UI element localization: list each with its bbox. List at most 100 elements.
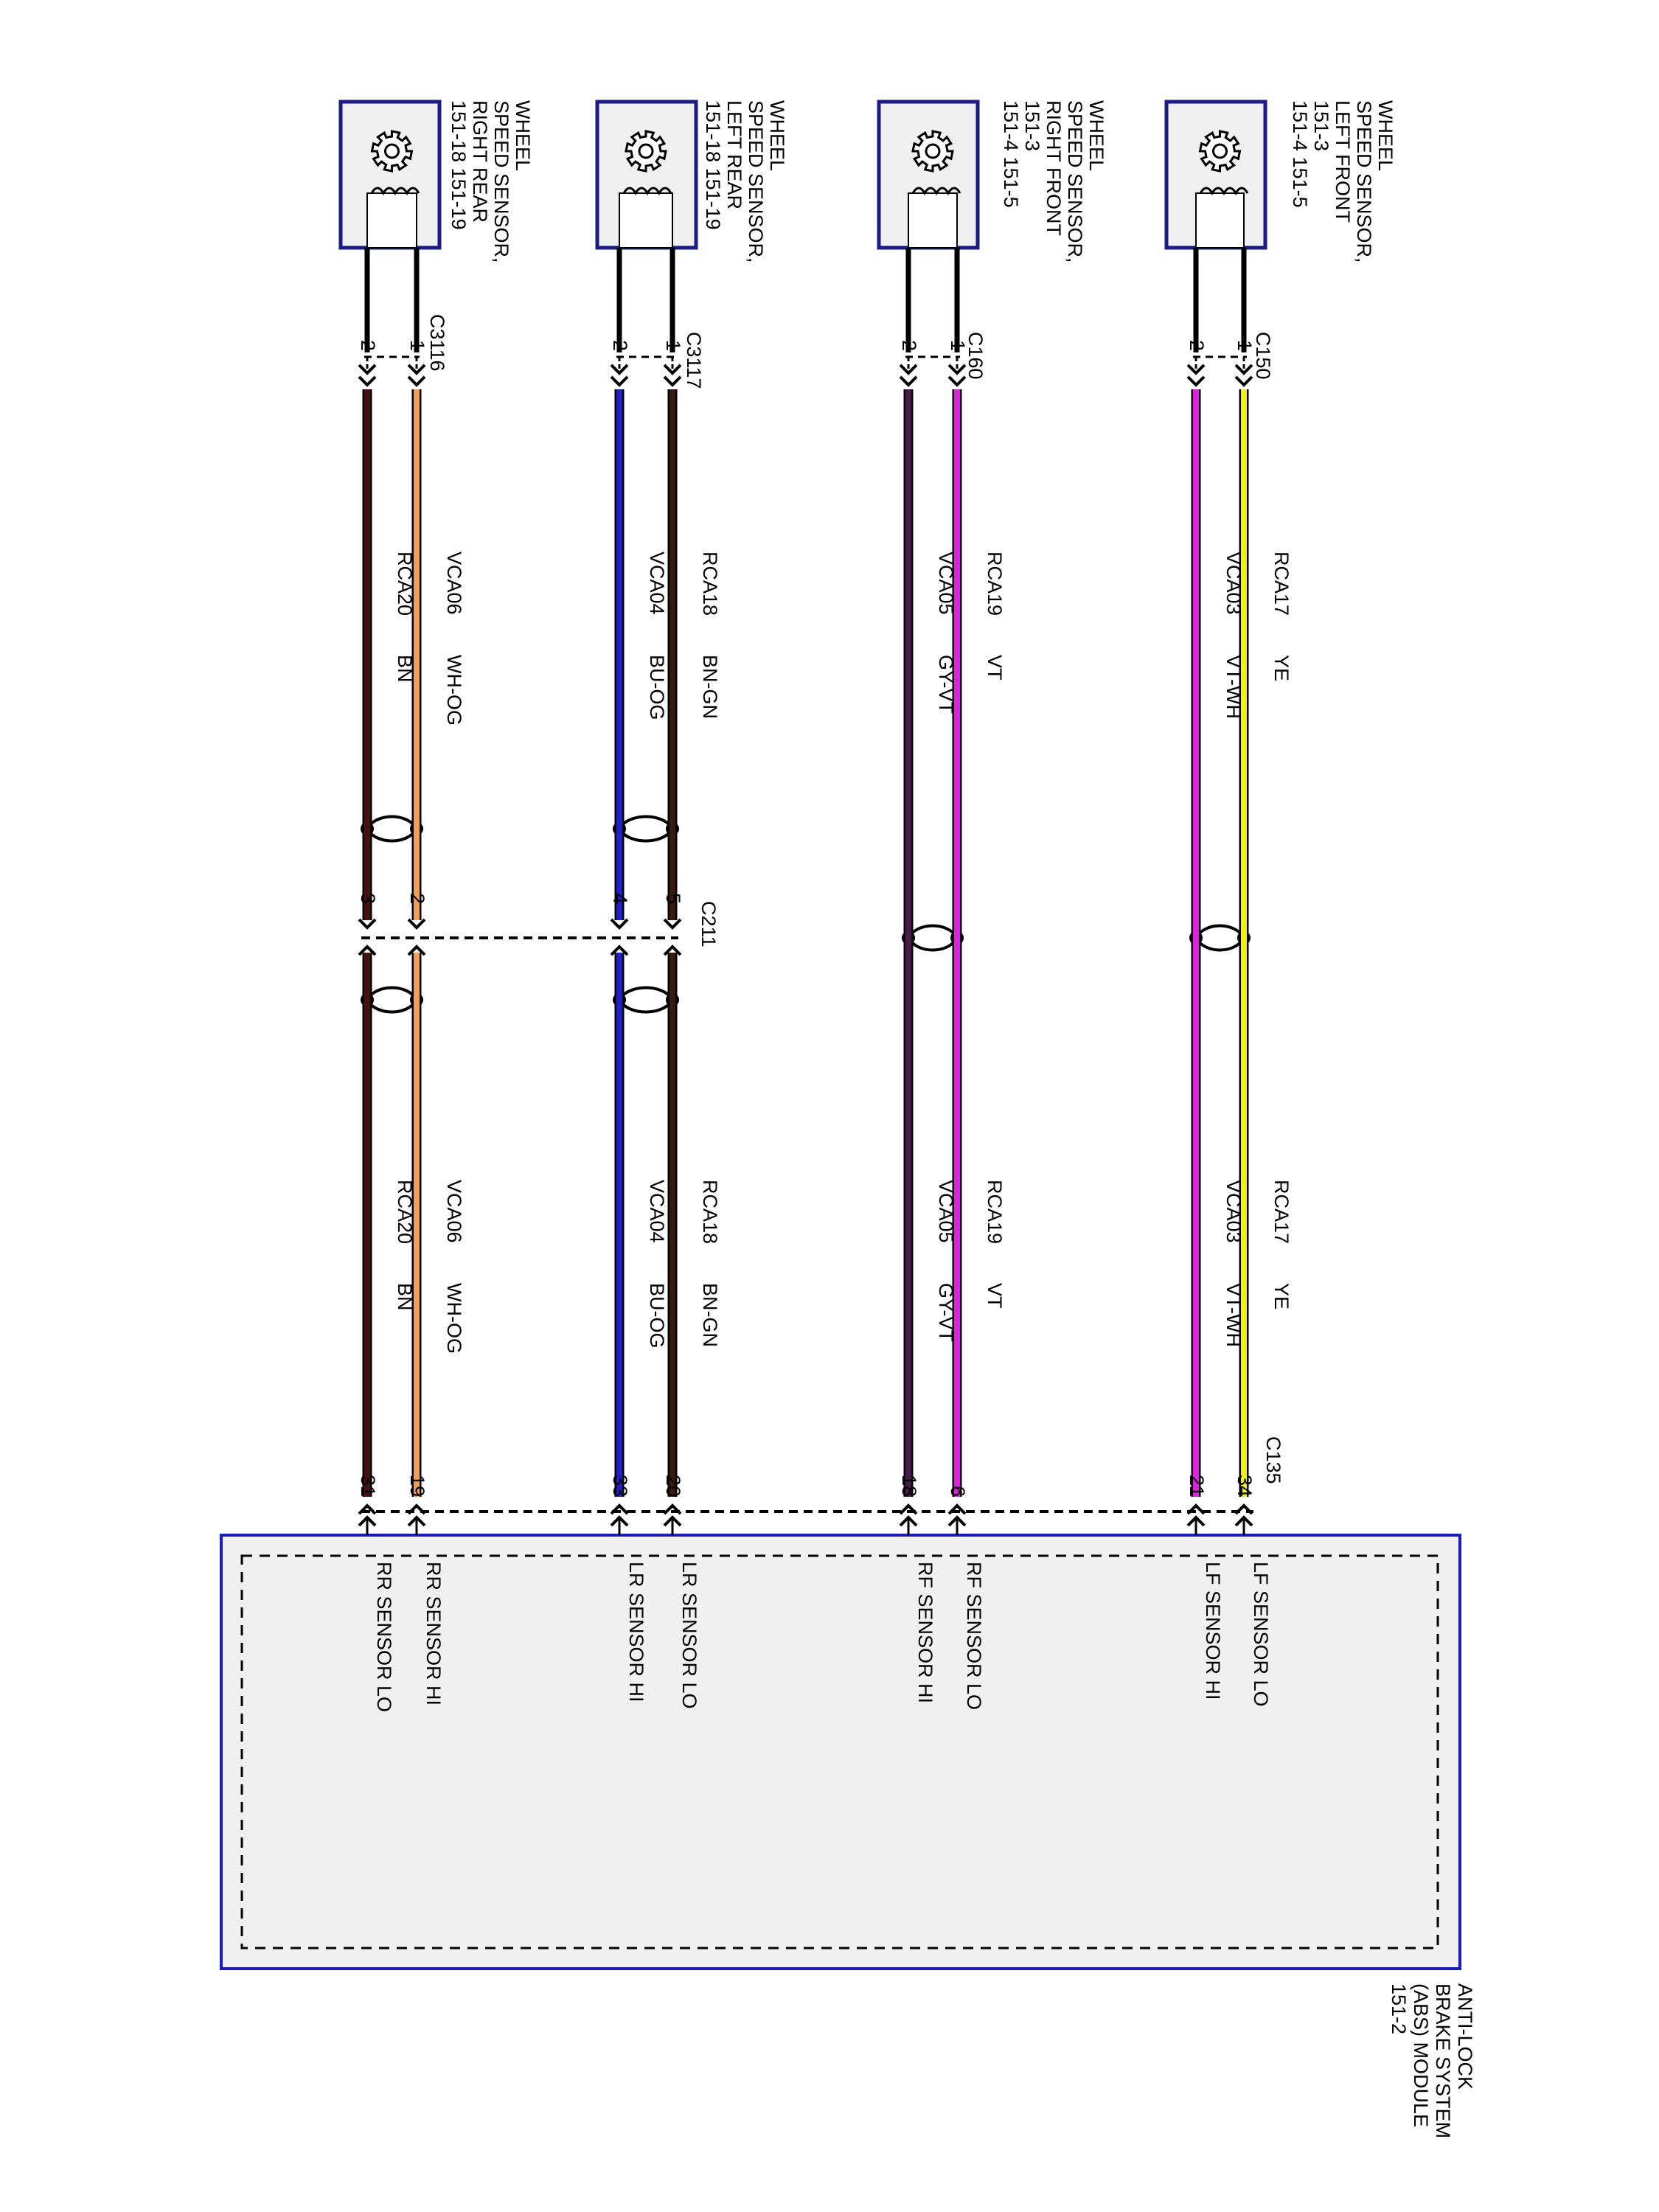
sensor-connector-label: C150: [1252, 332, 1274, 380]
connector-terminal: [358, 364, 377, 375]
twisted-pair-rf-arc-b: [907, 936, 959, 952]
sensor-title-line: WHEEL: [512, 100, 534, 171]
connector-terminal: [1186, 364, 1206, 375]
wheel-speed-sensor-box-rr: [338, 100, 442, 250]
sensor-title-line: LEFT FRONT: [1332, 100, 1354, 223]
sensor-coil-loops-lr: [622, 187, 672, 196]
twisted-pair-rr-b-arc-a: [366, 986, 418, 1001]
wire-circuit-label: RCA17: [1270, 552, 1293, 616]
connector-terminal: [663, 918, 682, 930]
connector-terminal: [1186, 375, 1206, 387]
twisted-pair-rr-a-arc-b: [366, 827, 418, 843]
sensor-title-line: 151-4 151-5: [1000, 100, 1022, 208]
connector-terminal: [663, 364, 682, 375]
sensor-connector-label: C3117: [683, 332, 705, 389]
twisted-pair-lf-arc-a: [1194, 924, 1245, 939]
gear-icon: [370, 130, 414, 173]
module-pin-number: 33: [609, 1475, 631, 1497]
wire-color-code-label: BN-GN: [699, 655, 721, 719]
wire-color-code-label: VT-WH: [1222, 655, 1245, 719]
twisted-pair-lr-b-arc-a: [618, 986, 674, 1001]
module-pin-label: RF SENSOR LO: [963, 1562, 985, 1710]
wire-color-code-label: GY-VT: [935, 1283, 957, 1342]
sensor-coil-lr: [619, 192, 673, 248]
connector-terminal: [1234, 1503, 1253, 1515]
sensor-pin-number: 1: [1234, 340, 1256, 351]
module-pin-label: LF SENSOR LO: [1250, 1562, 1272, 1707]
module-title-line: ANTI-LOCK: [1454, 1983, 1476, 2090]
connector-terminal: [610, 918, 629, 930]
sensor-title-line: SPEED SENSOR,: [490, 100, 512, 263]
sensor-title-line: SPEED SENSOR,: [1064, 100, 1086, 263]
connector-terminal: [610, 1503, 629, 1515]
abs-module-inner-border: [240, 1554, 1439, 1950]
abs-module-box: [220, 1534, 1461, 1970]
sensor-coil-loops-rr: [370, 187, 420, 196]
twisted-pair-rr-b-arc-b: [366, 998, 418, 1014]
module-pin-number: 20: [662, 1475, 684, 1497]
wire-color-code-label: BN-GN: [699, 1283, 721, 1347]
connector-terminal: [1186, 1503, 1206, 1515]
sensor-pin-number: 2: [357, 340, 379, 351]
twisted-pair-rf-arc-a: [907, 924, 959, 939]
module-pin-label: RR SENSOR HI: [422, 1562, 445, 1705]
wire-circuit-label: VCA04: [646, 1180, 668, 1243]
connector-terminal: [610, 375, 629, 387]
connector-terminal: [407, 364, 426, 375]
wire-circuit-label: RCA20: [394, 552, 416, 616]
connector-terminal: [663, 945, 682, 956]
module-pin-number: 19: [406, 1475, 428, 1497]
wire-color-code-label: YE: [1270, 1283, 1293, 1310]
sensor-coil-rf: [908, 192, 958, 248]
wire-circuit-label: VCA04: [646, 552, 668, 615]
connector-terminal: [947, 1503, 967, 1515]
connector-terminal: [407, 945, 426, 956]
wire-color-code-label: VT-WH: [1222, 1283, 1245, 1347]
sensor-pin-number: 1: [662, 340, 684, 351]
gear-icon: [911, 130, 954, 173]
module-pin-number: 21: [1186, 1475, 1208, 1497]
gear-icon-hub: [925, 143, 941, 159]
module-title-line: 151-2: [1388, 1983, 1410, 2034]
wire-circuit-label: RCA18: [699, 1180, 721, 1244]
module-title-line: BRAKE SYSTEM: [1432, 1983, 1454, 2138]
wire-color-code-label: BN: [394, 1283, 416, 1311]
sensor-pin-number: 2: [1186, 340, 1208, 351]
inline-pin-number: 3: [357, 893, 379, 904]
sensor-title-line: 151-18 151-19: [702, 100, 724, 230]
wire-circuit-label: RCA19: [984, 1180, 1006, 1244]
wire-circuit-label: RCA20: [394, 1180, 416, 1244]
sensor-title-line: RIGHT REAR: [469, 100, 491, 223]
gear-icon-hub: [384, 143, 400, 159]
module-pin-label: LR SENSOR HI: [625, 1562, 647, 1703]
twisted-pair-rr-a-arc-a: [366, 815, 418, 830]
wire-color-code-label: WH-OG: [443, 655, 465, 726]
module-pin-number: 18: [898, 1475, 920, 1497]
module-pin-number: 34: [1234, 1475, 1256, 1497]
wire-color-code-label: WH-OG: [443, 1283, 465, 1354]
connector-terminal: [947, 364, 967, 375]
connector-terminal: [407, 918, 426, 930]
inline-pin-number: 2: [406, 893, 428, 904]
sensor-connector-label: C160: [964, 332, 987, 380]
twisted-pair-lf-arc-b: [1194, 936, 1245, 952]
sensor-title-line: 151-3: [1021, 100, 1043, 151]
twisted-pair-lr-a-arc-b: [618, 827, 674, 843]
wire-color-code-label: BN: [394, 655, 416, 683]
module-pin-number: 6: [947, 1486, 969, 1497]
module-pin-number: 31: [357, 1475, 379, 1497]
diagram-static-layer: [220, 100, 1461, 1970]
connector-terminal: [899, 375, 918, 387]
wire-circuit-label: VCA03: [1222, 1180, 1245, 1243]
wire-circuit-label: RCA19: [984, 552, 1006, 616]
connector-terminal: [947, 375, 967, 387]
twisted-pair-lr-b-arc-b: [618, 998, 674, 1014]
module-pin-label: LR SENSOR LO: [678, 1562, 700, 1709]
sensor-title-line: WHEEL: [766, 100, 788, 171]
wire-circuit-label: VCA05: [935, 1180, 957, 1243]
sensor-title-line: SPEED SENSOR,: [745, 100, 767, 263]
sensor-coil-lf: [1195, 192, 1245, 248]
twisted-pair-lr-a-arc-a: [618, 815, 674, 830]
